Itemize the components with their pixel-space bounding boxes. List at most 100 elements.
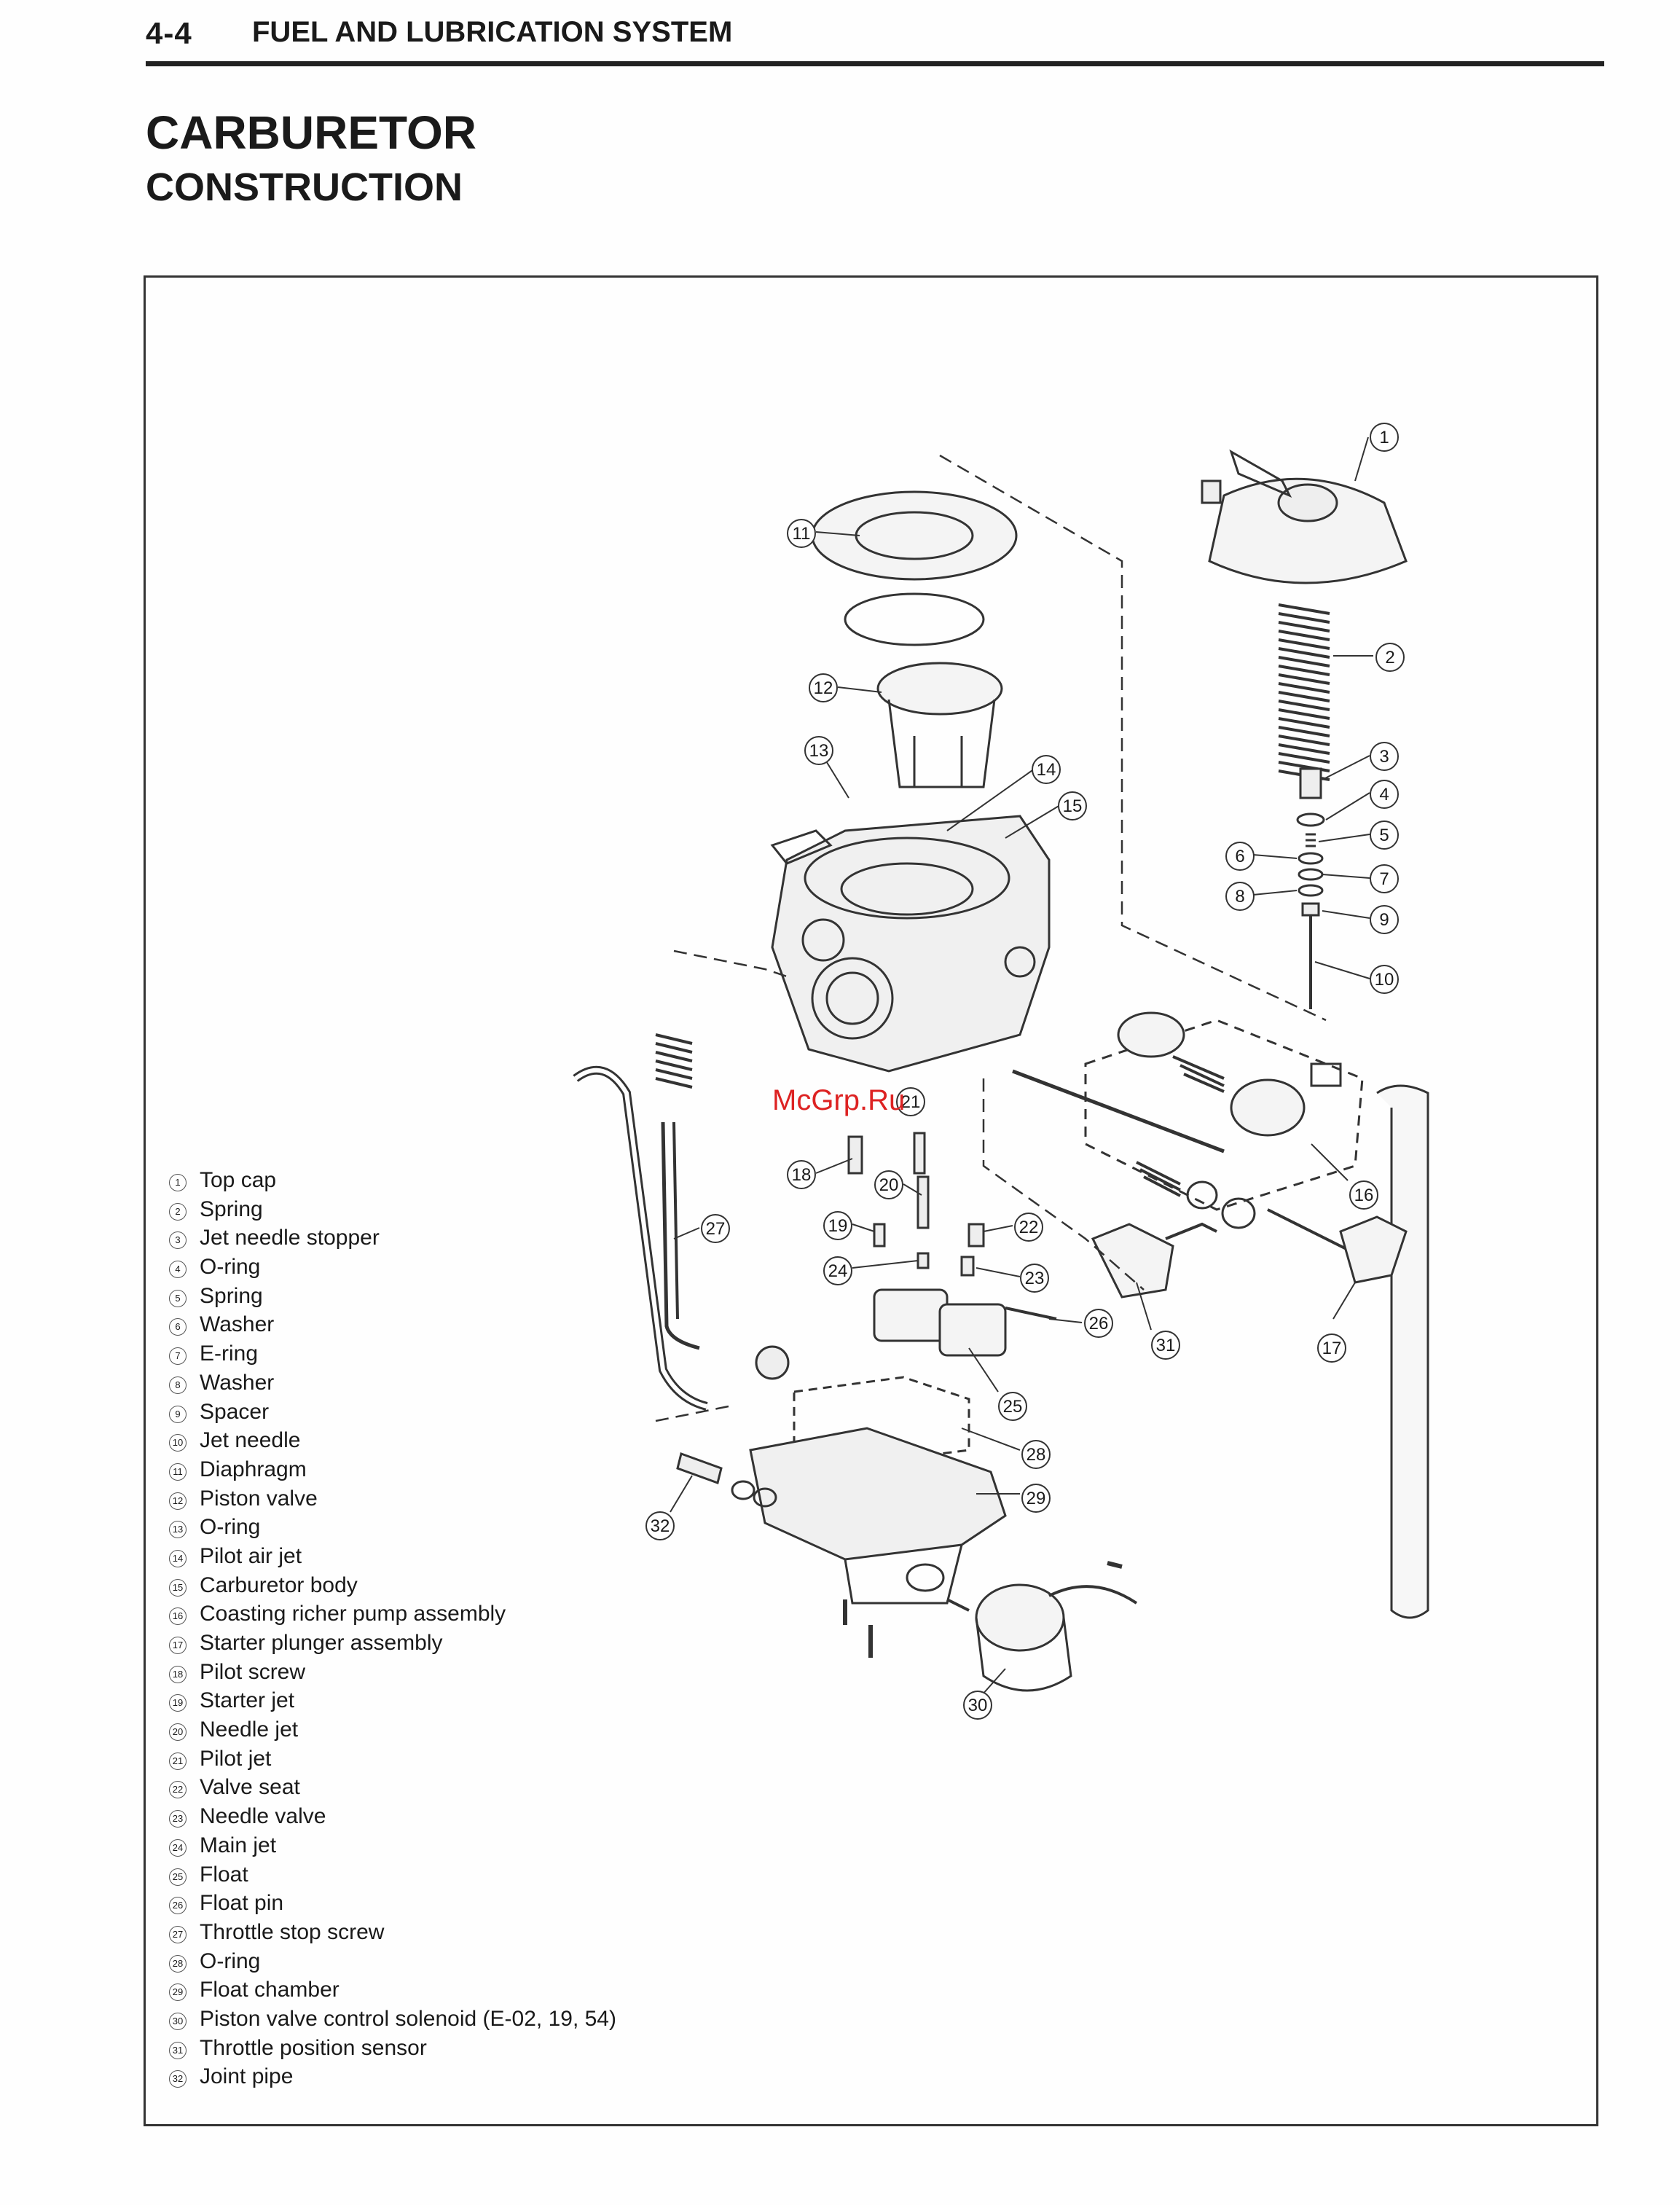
callout-8: 8 — [1225, 882, 1255, 911]
legend-item: 29 Float chamber — [169, 1975, 737, 2005]
legend-number: 12 — [169, 1492, 187, 1510]
callout-15: 15 — [1058, 791, 1087, 820]
legend-number: 9 — [169, 1405, 187, 1423]
legend-label: Needle valve — [200, 1804, 326, 1829]
callout-2: 2 — [1375, 643, 1405, 672]
starter-plunger-part — [1012, 1069, 1408, 1284]
legend-label: Washer — [200, 1312, 275, 1337]
callout-30: 30 — [963, 1691, 992, 1720]
legend-item: 3 Jet needle stopper — [169, 1223, 737, 1253]
joint-pipe-fitting-part — [676, 1452, 777, 1508]
legend-item: 31 Throttle position sensor — [169, 2034, 737, 2063]
legend-label: O-ring — [200, 1949, 261, 1973]
callout-6: 6 — [1225, 842, 1255, 871]
legend-number: 4 — [169, 1261, 187, 1279]
legend-label: Needle jet — [200, 1718, 299, 1742]
callout-22: 22 — [1014, 1213, 1043, 1242]
page-title: CARBURETOR — [146, 106, 476, 159]
legend-label: Top cap — [200, 1168, 277, 1192]
callout-19: 19 — [823, 1211, 852, 1240]
callout-24: 24 — [823, 1256, 852, 1285]
legend-label: Spring — [200, 1283, 263, 1308]
legend-label: E-ring — [200, 1342, 259, 1366]
legend-label: O-ring — [200, 1515, 261, 1540]
legend-number: 32 — [169, 2070, 187, 2088]
legend-number: 13 — [169, 1521, 187, 1539]
callout-10: 10 — [1370, 965, 1399, 994]
callout-31: 31 — [1151, 1331, 1180, 1360]
legend-item: 9 Spacer — [169, 1398, 737, 1427]
legend-number: 17 — [169, 1637, 187, 1654]
exploded-guide-lines — [655, 454, 1327, 1422]
page-header: 4-4 FUEL AND LUBRICATION SYSTEM — [146, 13, 1604, 68]
legend-label: Float chamber — [200, 1978, 339, 2002]
top-cap-part — [1201, 449, 1408, 584]
legend-item: 30 Piston valve control solenoid (E-02, 1… — [169, 2005, 737, 2034]
legend-label: Piston valve — [200, 1486, 318, 1511]
page-number: 4-4 — [146, 16, 192, 50]
legend-number: 2 — [169, 1202, 187, 1221]
legend-number: 22 — [169, 1781, 187, 1799]
callout-23: 23 — [1020, 1264, 1049, 1293]
legend-number: 27 — [169, 1925, 187, 1943]
callout-5: 5 — [1370, 820, 1399, 850]
legend-item: 4 O-ring — [169, 1253, 737, 1282]
legend-number: 29 — [169, 1983, 187, 2002]
legend-number: 3 — [169, 1231, 187, 1250]
coasting-richer-pump-part — [1084, 1011, 1364, 1211]
legend-item: 27 Throttle stop screw — [169, 1918, 737, 1947]
legend-number: 30 — [169, 2012, 187, 2030]
callout-18: 18 — [787, 1160, 816, 1189]
legend-label: Carburetor body — [200, 1573, 358, 1597]
legend-number: 19 — [169, 1694, 187, 1712]
legend-label: Spacer — [200, 1399, 270, 1424]
legend-label: Throttle position sensor — [200, 2035, 427, 2060]
legend-label: Washer — [200, 1370, 275, 1395]
spring-part — [1278, 603, 1330, 781]
legend-label: Float pin — [200, 1891, 284, 1916]
diagram-frame — [144, 275, 1598, 2126]
callout-21: 21 — [896, 1087, 925, 1116]
legend-number: 21 — [169, 1752, 187, 1770]
callout-26: 26 — [1084, 1309, 1113, 1338]
jet-needle-stack — [1296, 767, 1325, 1009]
legend-label: O-ring — [200, 1255, 261, 1280]
legend-label: Pilot air jet — [200, 1543, 302, 1568]
legend-label: Joint pipe — [200, 2064, 294, 2089]
legend-number: 18 — [169, 1665, 187, 1683]
callout-1: 1 — [1370, 423, 1399, 452]
section-title: FUEL AND LUBRICATION SYSTEM — [252, 16, 733, 48]
legend-number: 5 — [169, 1289, 187, 1307]
legend-number: 31 — [169, 2041, 187, 2059]
legend-label: Piston valve control solenoid (E-02, 19,… — [200, 2006, 616, 2031]
callout-leader-lines — [670, 436, 1373, 1702]
legend-label: Jet needle — [200, 1428, 301, 1453]
callout-11: 11 — [787, 519, 816, 548]
callout-16: 16 — [1349, 1180, 1378, 1210]
legend-label: Diaphragm — [200, 1457, 307, 1481]
legend-label: Valve seat — [200, 1775, 300, 1800]
bottom-screws — [843, 1561, 1123, 1658]
legend-item: 32 Joint pipe — [169, 2062, 737, 2091]
callout-28: 28 — [1021, 1440, 1051, 1469]
callout-25: 25 — [998, 1392, 1027, 1421]
legend-label: Throttle stop screw — [200, 1919, 385, 1944]
callout-27: 27 — [701, 1214, 730, 1243]
legend-label: Jet needle stopper — [200, 1226, 380, 1250]
callout-12: 12 — [809, 673, 838, 702]
callout-9: 9 — [1370, 905, 1399, 934]
legend-label: Main jet — [200, 1833, 277, 1857]
